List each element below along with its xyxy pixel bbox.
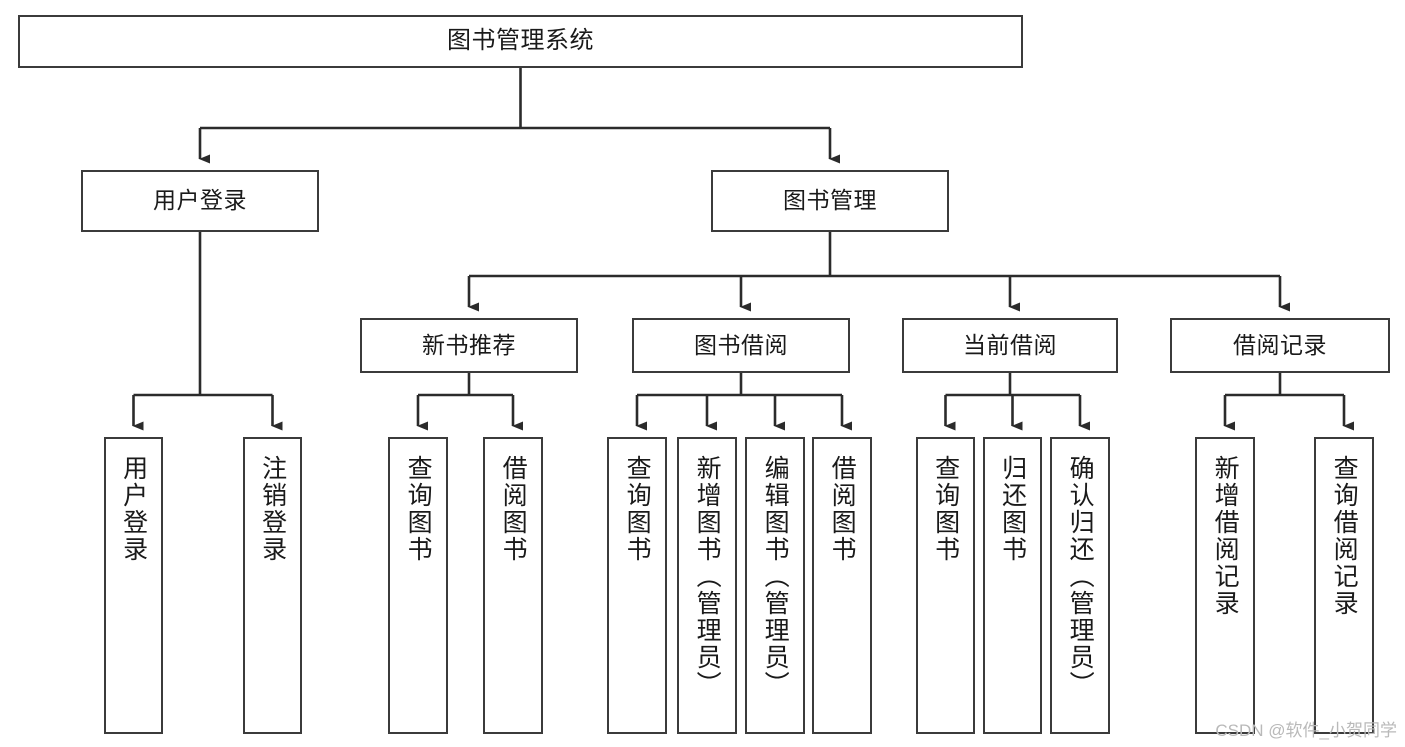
- node-root: 图书管理系统: [18, 15, 1023, 68]
- node-leaf-query-record: 查询借阅记录: [1314, 437, 1374, 734]
- node-label: 图书借阅: [694, 331, 788, 358]
- node-label: 查询图书: [404, 455, 433, 563]
- node-leaf-query-book-2: 查询图书: [607, 437, 667, 734]
- node-borrow-record: 借阅记录: [1170, 318, 1390, 373]
- node-leaf-add-book: 新增图书（管理员）: [677, 437, 737, 734]
- node-label: 查询图书: [931, 455, 960, 563]
- node-leaf-return-book: 归还图书: [983, 437, 1042, 734]
- node-new-book-recommend: 新书推荐: [360, 318, 578, 373]
- node-leaf-edit-book: 编辑图书（管理员）: [745, 437, 805, 734]
- node-label: 用户登录: [119, 455, 148, 563]
- node-leaf-add-record: 新增借阅记录: [1195, 437, 1255, 734]
- node-label: 用户登录: [153, 187, 247, 214]
- node-leaf-user-login: 用户登录: [104, 437, 163, 734]
- node-label: 确认归还（管理员）: [1066, 455, 1095, 698]
- node-label: 新书推荐: [422, 331, 516, 358]
- node-label: 新增借阅记录: [1211, 455, 1240, 617]
- node-label: 图书管理系统: [447, 27, 594, 55]
- node-leaf-borrow-book-1: 借阅图书: [483, 437, 543, 734]
- node-label: 当前借阅: [963, 331, 1057, 358]
- node-current-borrow: 当前借阅: [902, 318, 1118, 373]
- node-label: 借阅记录: [1233, 331, 1327, 358]
- node-leaf-logout: 注销登录: [243, 437, 302, 734]
- node-label: 查询图书: [623, 455, 652, 563]
- node-label: 借阅图书: [828, 455, 857, 563]
- node-label: 注销登录: [258, 455, 287, 563]
- node-label: 查询借阅记录: [1330, 455, 1359, 617]
- node-leaf-query-book-1: 查询图书: [388, 437, 448, 734]
- node-user-login: 用户登录: [81, 170, 319, 232]
- node-leaf-query-book-3: 查询图书: [916, 437, 975, 734]
- node-label: 借阅图书: [499, 455, 528, 563]
- node-label: 新增图书（管理员）: [693, 455, 722, 698]
- node-leaf-confirm-return: 确认归还（管理员）: [1050, 437, 1110, 734]
- node-leaf-borrow-book-2: 借阅图书: [812, 437, 872, 734]
- node-label: 图书管理: [783, 187, 877, 214]
- node-book-borrow: 图书借阅: [632, 318, 850, 373]
- node-label: 编辑图书（管理员）: [761, 455, 790, 698]
- watermark-label: CSDN @软件_小贺同学: [1215, 721, 1397, 740]
- node-label: 归还图书: [998, 455, 1027, 563]
- node-book-manage: 图书管理: [711, 170, 949, 232]
